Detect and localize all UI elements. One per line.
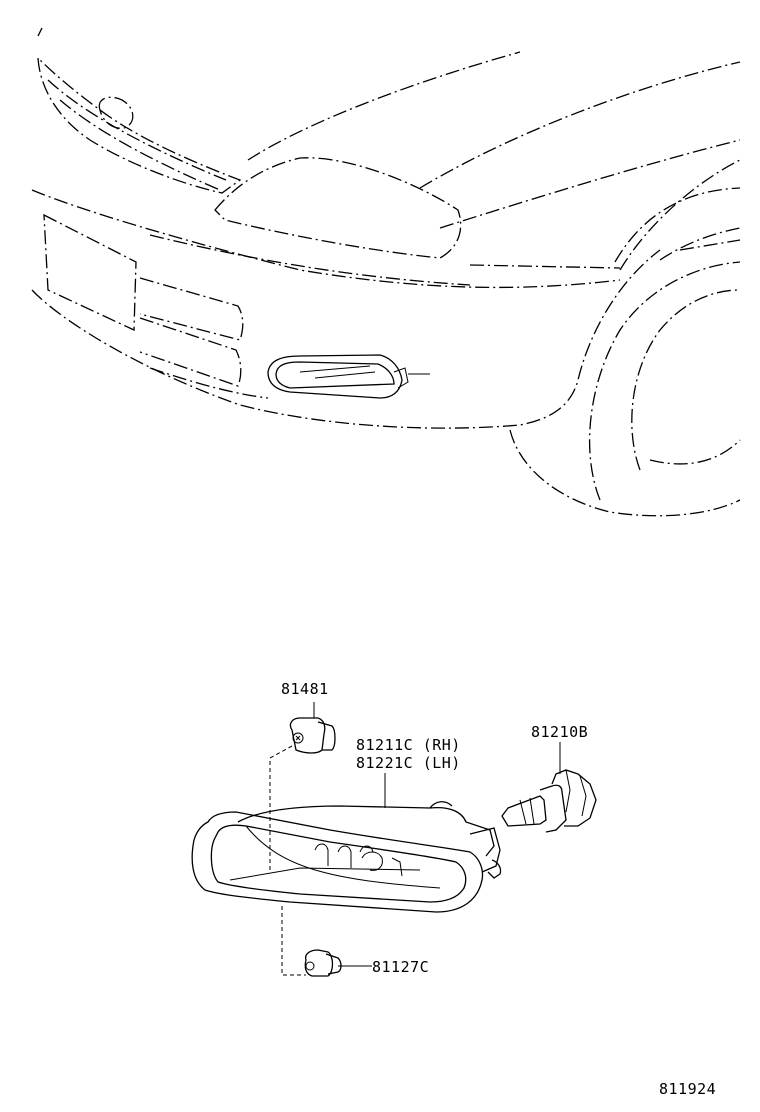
label-fog-lamp-lh: 81221C (LH): [356, 754, 461, 772]
label-81210b: 81210B: [531, 723, 589, 741]
car-front-outline: [31, 27, 741, 517]
bulb-socket-top: [269, 702, 336, 870]
label-fog-lamp-rh: 81211C (RH): [356, 736, 461, 754]
bulb-socket-bottom: [281, 906, 372, 977]
diagram-number: 811924: [659, 1080, 717, 1098]
label-81481: 81481: [281, 680, 329, 698]
main-bulb: [501, 742, 597, 833]
fog-lamp-assembly: [191, 773, 502, 913]
label-81127c: 81127C: [372, 958, 430, 976]
